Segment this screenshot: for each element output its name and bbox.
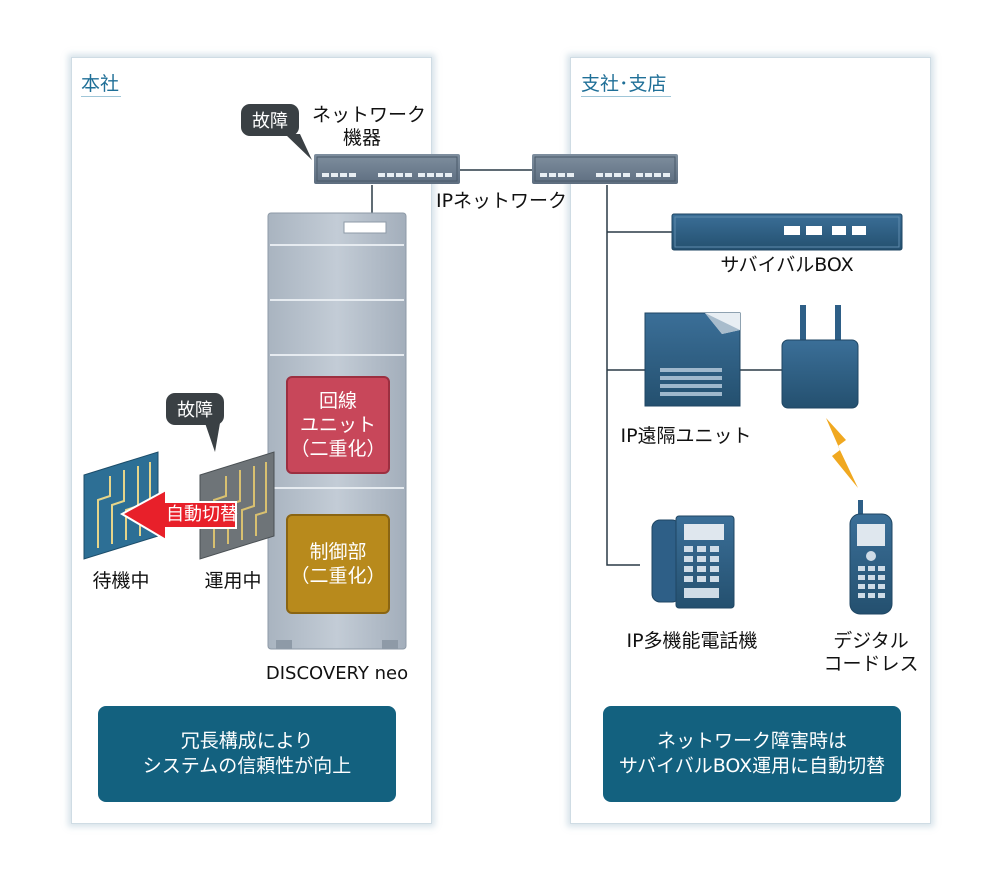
board-failure-bubble-tail (205, 423, 220, 452)
multi-phone-label: IP多機能電話機 (626, 630, 758, 652)
control-unit-label-line2: （二重化） (290, 565, 386, 587)
active-board-label: 運用中 (204, 570, 262, 592)
board-failure-badge: 故障 (166, 393, 224, 425)
line-unit-label-line3: （二重化） (290, 438, 386, 460)
branch-network-hub-icon (532, 154, 678, 184)
ip-multifunction-phone-icon (651, 515, 735, 609)
standby-board-icon (83, 451, 159, 560)
digital-cordless-phone-icon (849, 500, 893, 615)
survival-box-icon (671, 213, 903, 251)
network-equipment-label-line2: 機器 (342, 127, 381, 149)
line-unit-label-line1: 回線 (318, 390, 357, 412)
line-unit-module: 回線 ユニット （二重化） (286, 376, 390, 474)
network-failure-bubble-tail (285, 134, 312, 160)
branch-office-panel (570, 57, 931, 824)
branch-office-summary-line1: ネットワーク障害時は (656, 730, 847, 752)
remote-unit-label: IP遠隔ユニット (620, 425, 752, 447)
network-equipment-hub-icon (314, 154, 460, 184)
network-equipment-label-line1: ネットワーク (312, 104, 427, 126)
server-name-label: DISCOVERY neo (265, 663, 409, 684)
head-office-summary-line2: システムの信頼性が向上 (142, 755, 352, 777)
branch-office-summary-line2: サバイバルBOX運用に自動切替 (618, 755, 886, 777)
cordless-label-line2: コードレス (823, 653, 919, 675)
head-office-summary-line1: 冗長構成により (180, 730, 314, 752)
branch-office-title: 支社･支店 (581, 73, 667, 95)
head-office-title-rule (81, 96, 121, 97)
network-equipment-label: ネットワーク 機器 (312, 104, 427, 150)
cordless-label: デジタル コードレス (816, 630, 926, 676)
control-unit-module: 制御部 （二重化） (286, 514, 390, 614)
survival-box-label: サバイバルBOX (720, 254, 854, 276)
antenna-base-station-icon (781, 305, 859, 409)
line-unit-label-line2: ユニット (299, 414, 376, 436)
control-unit-label-line1: 制御部 (309, 541, 367, 563)
ip-network-label: IPネットワーク (436, 190, 568, 212)
standby-board-label: 待機中 (92, 570, 150, 592)
wireless-bolt-icon (826, 418, 858, 488)
branch-office-summary: ネットワーク障害時は サバイバルBOX運用に自動切替 (603, 706, 901, 802)
branch-bus-line (606, 185, 640, 566)
head-office-summary: 冗長構成により システムの信頼性が向上 (98, 706, 396, 802)
auto-switch-arrow-icon (119, 488, 237, 542)
auto-switch-label: 自動切替 (166, 504, 238, 525)
network-failure-badge: 故障 (241, 104, 299, 136)
connection-lines (371, 169, 782, 566)
branch-office-title-rule (581, 96, 671, 97)
head-office-title: 本社 (81, 73, 120, 95)
ip-remote-unit-icon (644, 312, 741, 407)
cordless-label-line1: デジタル (833, 630, 909, 652)
